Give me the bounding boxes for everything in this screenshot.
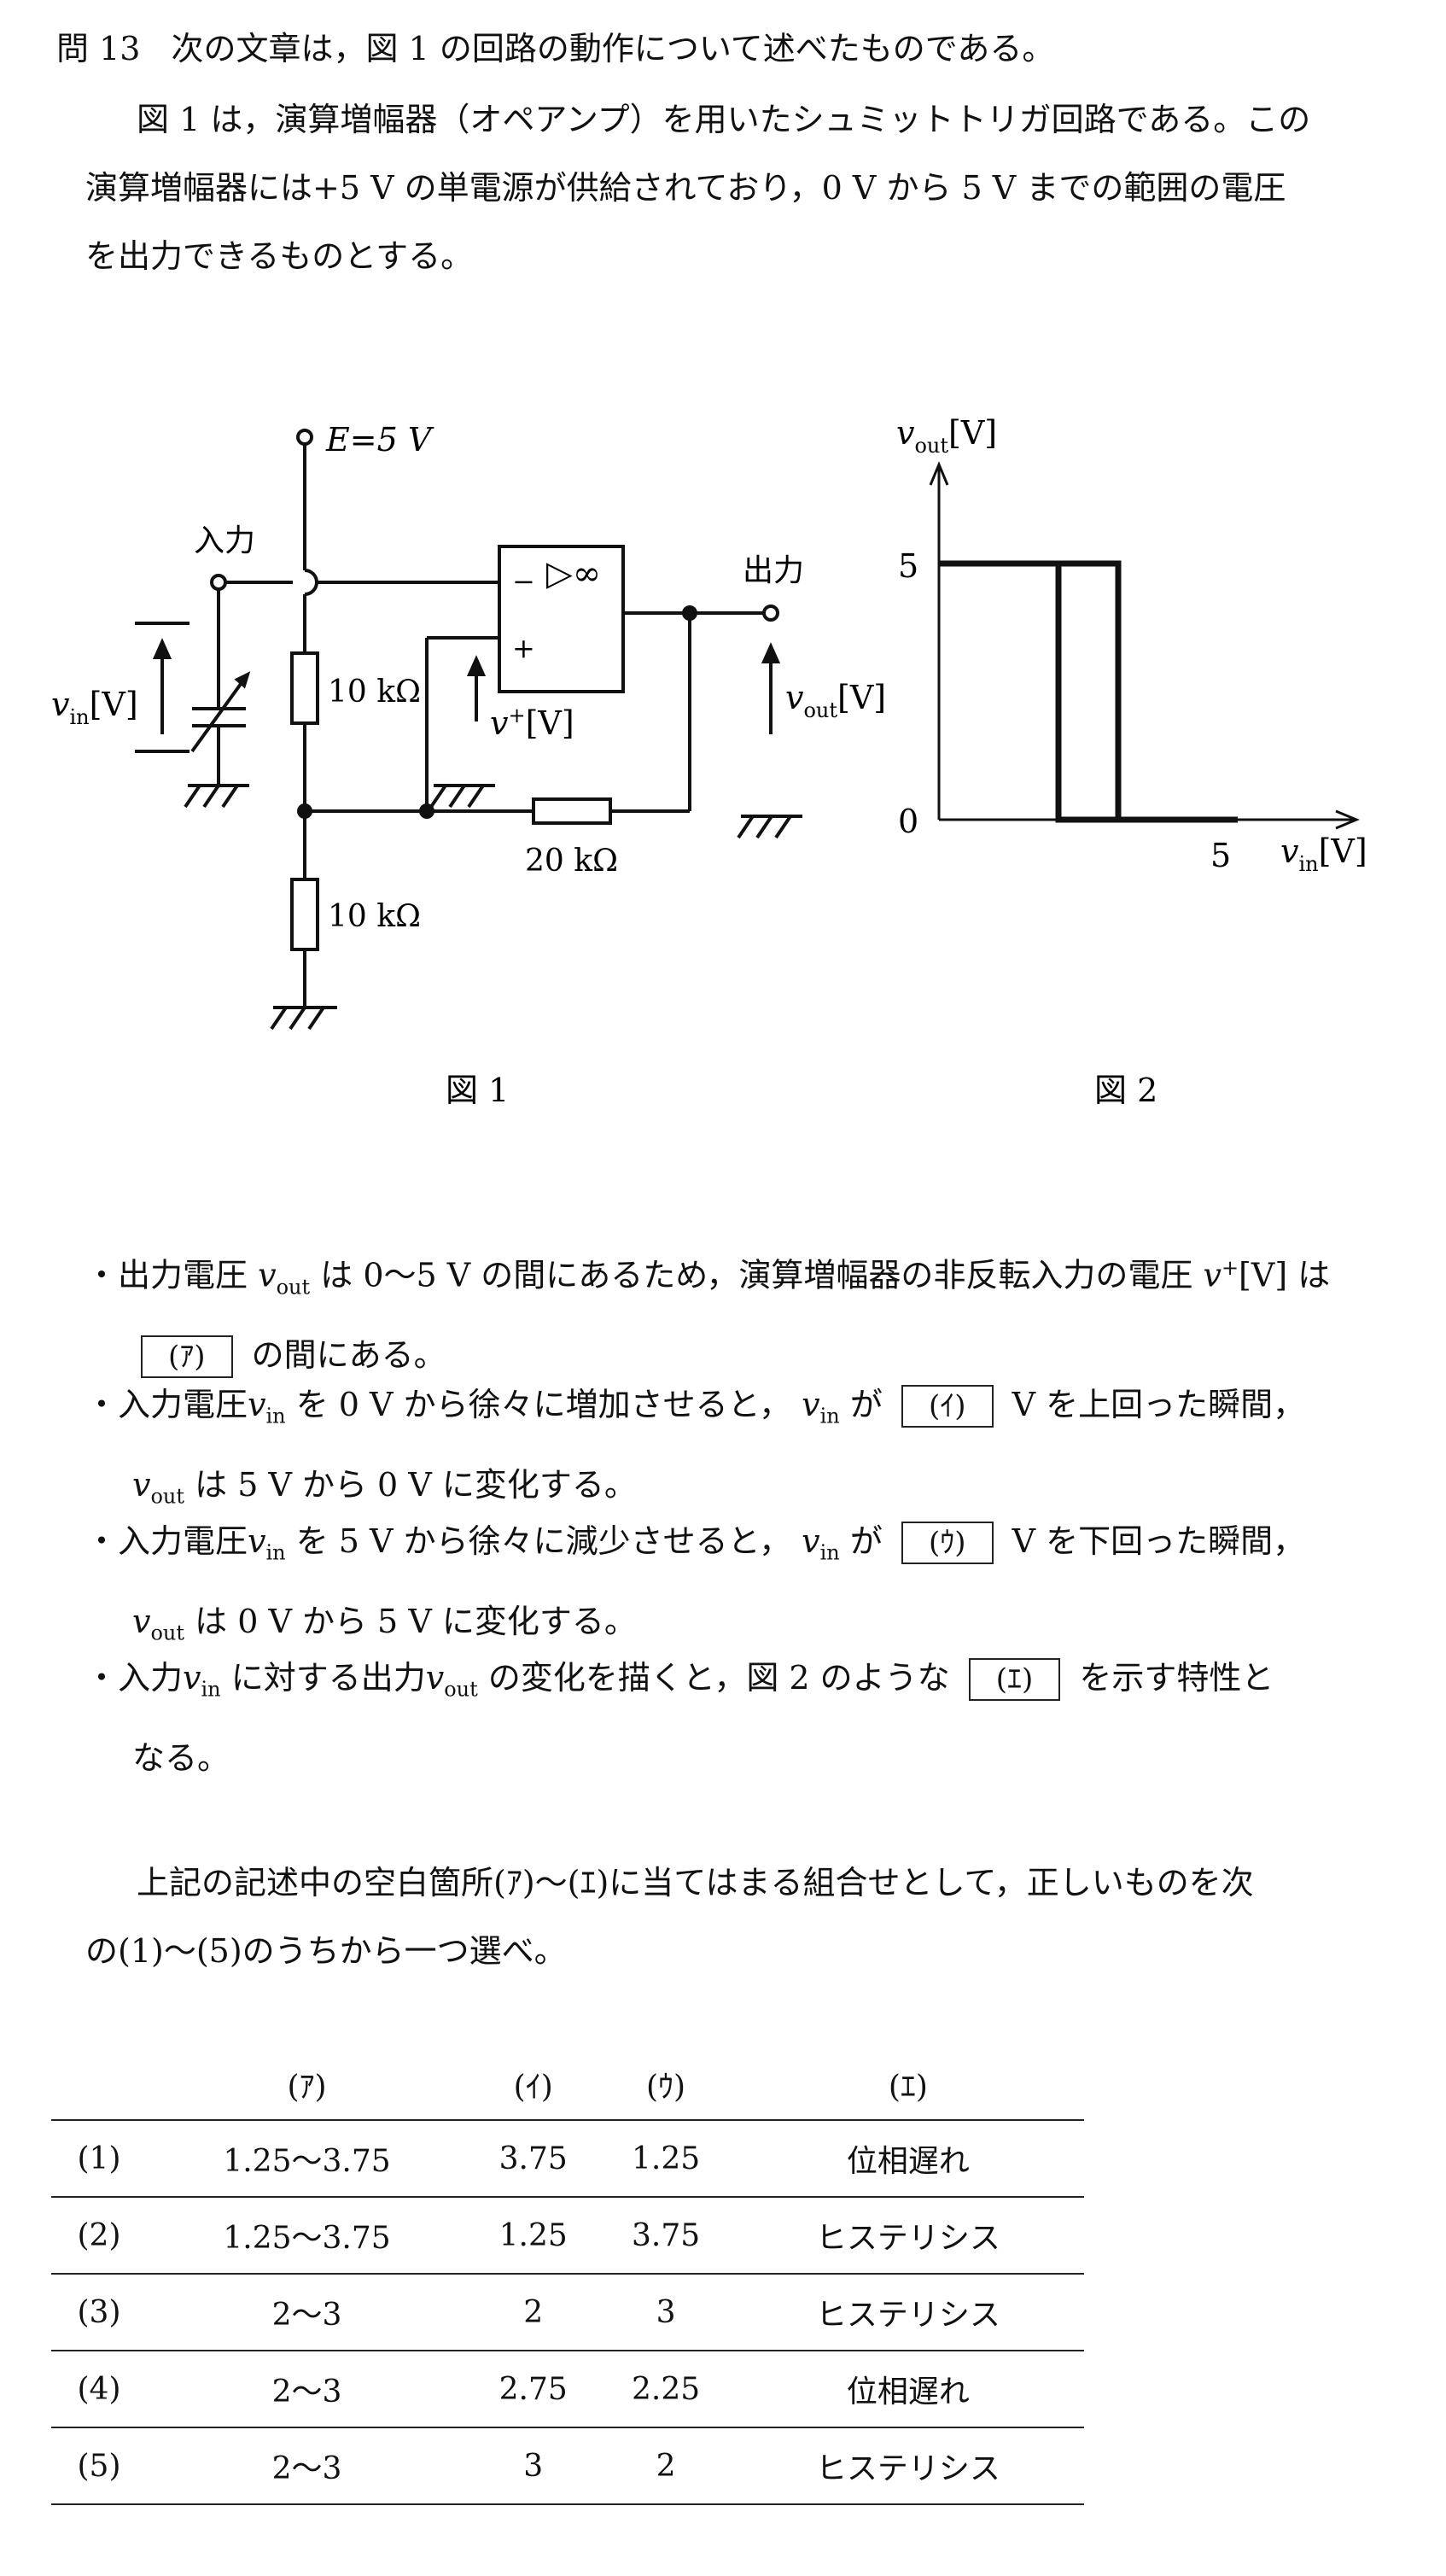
- fig2-tick-x5: 5: [1210, 837, 1231, 874]
- hysteresis-series: [939, 560, 1238, 823]
- opamp-minus: −: [512, 565, 535, 598]
- header-u: (ｳ): [599, 2049, 732, 2121]
- bullet-2: ・入力電圧vin を 0 V から徐々に増加させると， vin が (ｲ) V …: [85, 1385, 1306, 1509]
- hysteresis-line-2: [939, 560, 1238, 823]
- instruction: 上記の記述中の空白箇所(ｱ)〜(ｴ)に当てはまる組合せとして，正しいものを次 の…: [85, 1849, 1400, 1985]
- r1-label: 10 kΩ: [328, 675, 421, 710]
- hysteresis-line-1: [939, 560, 1238, 823]
- blank-i: (ｲ): [901, 1385, 994, 1428]
- header-i: (ｲ): [467, 2049, 600, 2121]
- answer-table: (ｱ) (ｲ) (ｳ) (ｴ) (1) 1.25〜3.75 3.75 1.25 …: [51, 2049, 1084, 2505]
- r2-label: 10 kΩ: [328, 899, 421, 934]
- table-row[interactable]: (3) 2〜3 2 3 ヒステリシス: [51, 2274, 1084, 2351]
- figure-1-circuit: E=5 V 入力 出力 vin[V] 10 kΩ 10 kΩ 20 kΩ v+[…: [51, 421, 886, 1109]
- blank-u: (ｳ): [901, 1522, 994, 1564]
- table-header-row: (ｱ) (ｲ) (ｳ) (ｴ): [51, 2049, 1084, 2121]
- intro-paragraph: 図 1 は，演算増幅器（オペアンプ）を用いたシュミットトリガ回路である。この 演…: [85, 85, 1400, 290]
- figure-2-chart: vout[V] vin[V] 5 0 5 図 2: [896, 414, 1367, 1109]
- question-lead: 次の文章は，図 1 の回路の動作について述べたものである。: [171, 30, 1055, 67]
- table-row[interactable]: (5) 2〜3 3 2 ヒステリシス: [51, 2427, 1084, 2505]
- table-row[interactable]: (4) 2〜3 2.75 2.25 位相遅れ: [51, 2351, 1084, 2428]
- instruction-line-1: 上記の記述中の空白箇所(ｱ)〜(ｴ)に当てはまる組合せとして，正しいものを次: [137, 1864, 1254, 1901]
- fig2-xlabel: vin[V]: [1280, 832, 1367, 876]
- fig2-ylabel: vout[V]: [896, 414, 997, 458]
- blank-a: (ｱ): [141, 1335, 233, 1379]
- opamp-symbol: ▷∞: [546, 554, 601, 593]
- vplus-label: v+[V]: [490, 704, 574, 742]
- table-row[interactable]: (2) 1.25〜3.75 1.25 3.75 ヒステリシス: [51, 2197, 1084, 2275]
- bullet-3: ・入力電圧vin を 5 V から徐々に減少させると， vin が (ｳ) V …: [85, 1522, 1306, 1645]
- intro-line-3: を出力できるものとする。: [85, 237, 474, 275]
- bullet-4: ・入力vin に対する出力vout の変化を描くと，図 2 のような (ｴ) を…: [85, 1658, 1274, 1777]
- instruction-line-2: の(1)〜(5)のうちから一つ選べ。: [85, 1932, 567, 1970]
- intro-line-2: 演算増幅器には+5 V の単電源が供給されており，0 V から 5 V までの範…: [85, 169, 1286, 207]
- question-header: 問 13 次の文章は，図 1 の回路の動作について述べたものである。: [56, 32, 1054, 65]
- question-number: 問 13: [56, 30, 141, 67]
- intro-line-1: 図 1 は，演算増幅器（オペアンプ）を用いたシュミットトリガ回路である。この: [137, 101, 1311, 138]
- figure-2-caption: 図 2: [1094, 1072, 1157, 1109]
- opamp-plus: +: [512, 632, 535, 664]
- vin-label: vin[V]: [51, 686, 138, 729]
- input-label: 入力: [194, 523, 255, 558]
- r3-label: 20 kΩ: [525, 844, 618, 879]
- fig2-tick-y5: 5: [898, 547, 918, 585]
- table-row[interactable]: (1) 1.25〜3.75 3.75 1.25 位相遅れ: [51, 2120, 1084, 2198]
- supply-label: E=5 V: [325, 421, 434, 459]
- fig2-tick-0: 0: [898, 803, 918, 840]
- bullet-1: ・出力電圧 vout は 0〜5 V の間にあるため，演算増幅器の非反転入力の電…: [85, 1234, 1400, 1389]
- blank-e: (ｴ): [968, 1658, 1061, 1701]
- vout-label: vout[V]: [785, 679, 886, 722]
- header-a: (ｱ): [147, 2049, 468, 2121]
- figure-1-caption: 図 1: [446, 1072, 509, 1109]
- header-e: (ｴ): [732, 2049, 1084, 2121]
- output-label: 出力: [743, 553, 804, 588]
